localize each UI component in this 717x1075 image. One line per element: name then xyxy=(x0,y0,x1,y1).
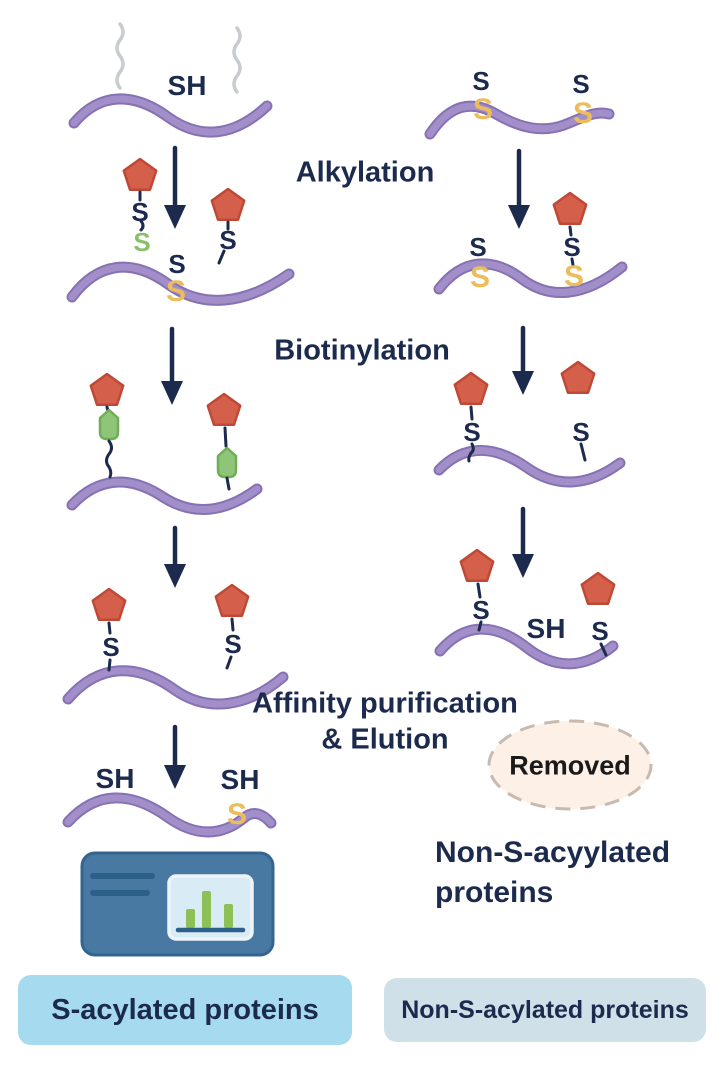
step-affinity-label-line1: Affinity purification xyxy=(252,687,518,720)
step-affinity-label-line2: & Elution xyxy=(321,723,449,756)
step-alkylation-label: Alkylation xyxy=(295,156,435,189)
nonacylated-result-label-line2: proteins xyxy=(435,876,554,909)
sulfur-label-green: S xyxy=(133,227,151,257)
sulfur-label: S xyxy=(463,417,481,447)
connector xyxy=(469,405,474,421)
protein-ribbon xyxy=(74,99,267,132)
sulfur-label: S xyxy=(224,629,242,659)
connector xyxy=(476,582,482,599)
alkyl-pentagon-icon xyxy=(89,372,125,407)
connector xyxy=(568,225,573,237)
sulfur-label: S xyxy=(168,249,186,279)
right-panel-unbound xyxy=(440,548,616,664)
non-s-acylated-proteins-badge: Non-S-acylated proteins xyxy=(384,978,706,1042)
badge-label: S-acylated proteins xyxy=(51,993,319,1026)
elution-arrow-left xyxy=(164,724,186,789)
connector xyxy=(107,621,112,635)
connector xyxy=(599,642,608,657)
thiol-label: SH xyxy=(167,70,207,101)
alkyl-pentagon-icon xyxy=(91,587,127,622)
connector xyxy=(217,249,226,265)
bar xyxy=(224,904,233,928)
alkylation-arrow-right xyxy=(508,148,530,229)
biotinylation-arrow-left xyxy=(161,326,183,405)
sulfur-label: S xyxy=(131,197,149,227)
protein-ribbon xyxy=(68,671,283,704)
nonacylated-result-label-line1: Non-S-acyylated xyxy=(435,836,671,869)
alkyl-pentagon-icon xyxy=(459,548,495,583)
connector xyxy=(467,442,475,463)
connector xyxy=(230,617,235,632)
thiol-label: SH xyxy=(220,764,260,795)
sulfur-label: S xyxy=(563,232,581,262)
alkyl-pentagon-icon xyxy=(210,187,246,222)
lipid-chain-icon xyxy=(115,22,125,90)
purification-arrow-left xyxy=(164,525,186,588)
purification-arrow-right xyxy=(512,506,534,578)
sulfur-label: S xyxy=(572,69,590,99)
alkyl-pentagon-icon xyxy=(552,191,588,226)
protein-ribbon xyxy=(439,450,620,482)
sulfur-label-yellow: S xyxy=(469,261,491,294)
alkyl-pentagon-icon xyxy=(560,360,596,395)
alkyl-pentagon-icon xyxy=(214,583,250,618)
s-acylated-proteins-badge: S-acylated proteins xyxy=(18,975,352,1045)
sulfur-label-yellow: S xyxy=(472,93,494,126)
biotinylation-arrow-right xyxy=(512,325,534,395)
lipid-chain-icon xyxy=(232,26,242,94)
thiol-label: SH xyxy=(95,763,135,794)
right-panel-alkylated xyxy=(439,191,622,293)
sulfur-label: S xyxy=(469,232,487,262)
biotin-tag-icon xyxy=(216,446,238,479)
connector xyxy=(570,257,575,267)
protein-ribbon xyxy=(439,264,622,293)
left-panel-biotinylated xyxy=(72,372,257,509)
connector xyxy=(225,655,233,670)
sulfur-label-yellow: S xyxy=(226,798,248,831)
step-biotinylation-label: Biotinylation xyxy=(274,334,450,367)
sulfur-label-yellow: S xyxy=(165,275,187,308)
removed-bubble xyxy=(487,719,653,811)
connector xyxy=(225,476,231,491)
alkyl-pentagon-icon xyxy=(206,392,242,427)
sulfur-label: S xyxy=(472,66,490,96)
left-panel-alkylated xyxy=(72,157,289,300)
right-panel-cleaved xyxy=(439,360,620,482)
connector xyxy=(223,426,228,448)
connector xyxy=(107,658,112,672)
left-panel-captured xyxy=(68,583,283,704)
thiol-label: SH xyxy=(526,613,566,644)
alkyl-pentagon-icon xyxy=(453,371,489,406)
sulfur-label: S xyxy=(572,417,590,447)
removed-label: Removed xyxy=(509,750,631,781)
sulfur-label-yellow: S xyxy=(563,260,585,293)
alkyl-pentagon-icon xyxy=(122,157,158,192)
connector xyxy=(139,219,145,232)
connector xyxy=(105,439,113,479)
sulfur-label: S xyxy=(102,632,120,662)
alkylation-arrow-left xyxy=(164,145,186,229)
bar xyxy=(202,891,211,928)
ms-readout-icon xyxy=(80,851,275,957)
badge-label: Non-S-acylated proteins xyxy=(401,995,689,1024)
sulfur-label: S xyxy=(472,595,490,625)
sulfur-label: S xyxy=(591,616,609,646)
left-panel-initial-protein xyxy=(74,22,267,132)
alkyl-pentagon-icon xyxy=(580,571,616,606)
sulfur-label: S xyxy=(219,225,237,255)
connector xyxy=(477,620,483,632)
biotin-tag-icon xyxy=(98,408,120,441)
connector xyxy=(579,442,587,462)
sulfur-label-yellow: S xyxy=(572,97,594,130)
bar xyxy=(186,909,195,928)
